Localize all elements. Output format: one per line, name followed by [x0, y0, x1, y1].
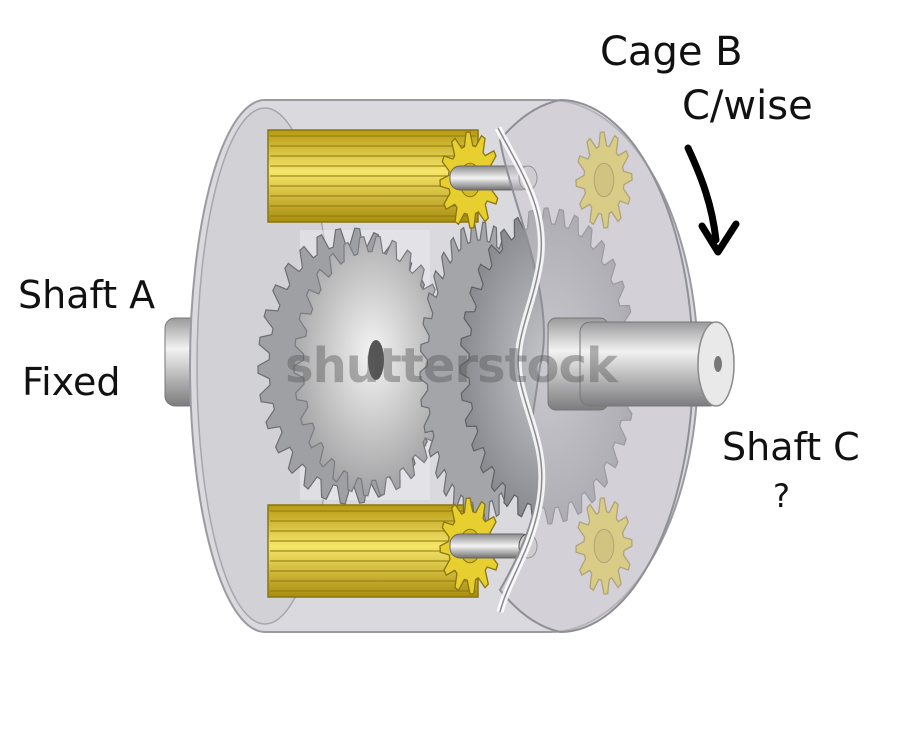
watermark: shutterstock	[285, 338, 618, 394]
cage-b-wave-outline	[497, 127, 543, 613]
label-cage-b: Cage B	[600, 29, 743, 75]
clockwise-arrow-icon	[684, 144, 740, 256]
sun-gear-fixed	[257, 227, 451, 505]
label-fixed: Fixed	[22, 360, 121, 404]
label-shaft-a: Shaft A	[18, 273, 156, 317]
label-shaft-c: Shaft C	[722, 425, 860, 469]
label-clockwise: C/wise	[682, 83, 813, 129]
shaft-c-center-hole	[714, 356, 722, 372]
label-unknown: ?	[773, 477, 790, 515]
